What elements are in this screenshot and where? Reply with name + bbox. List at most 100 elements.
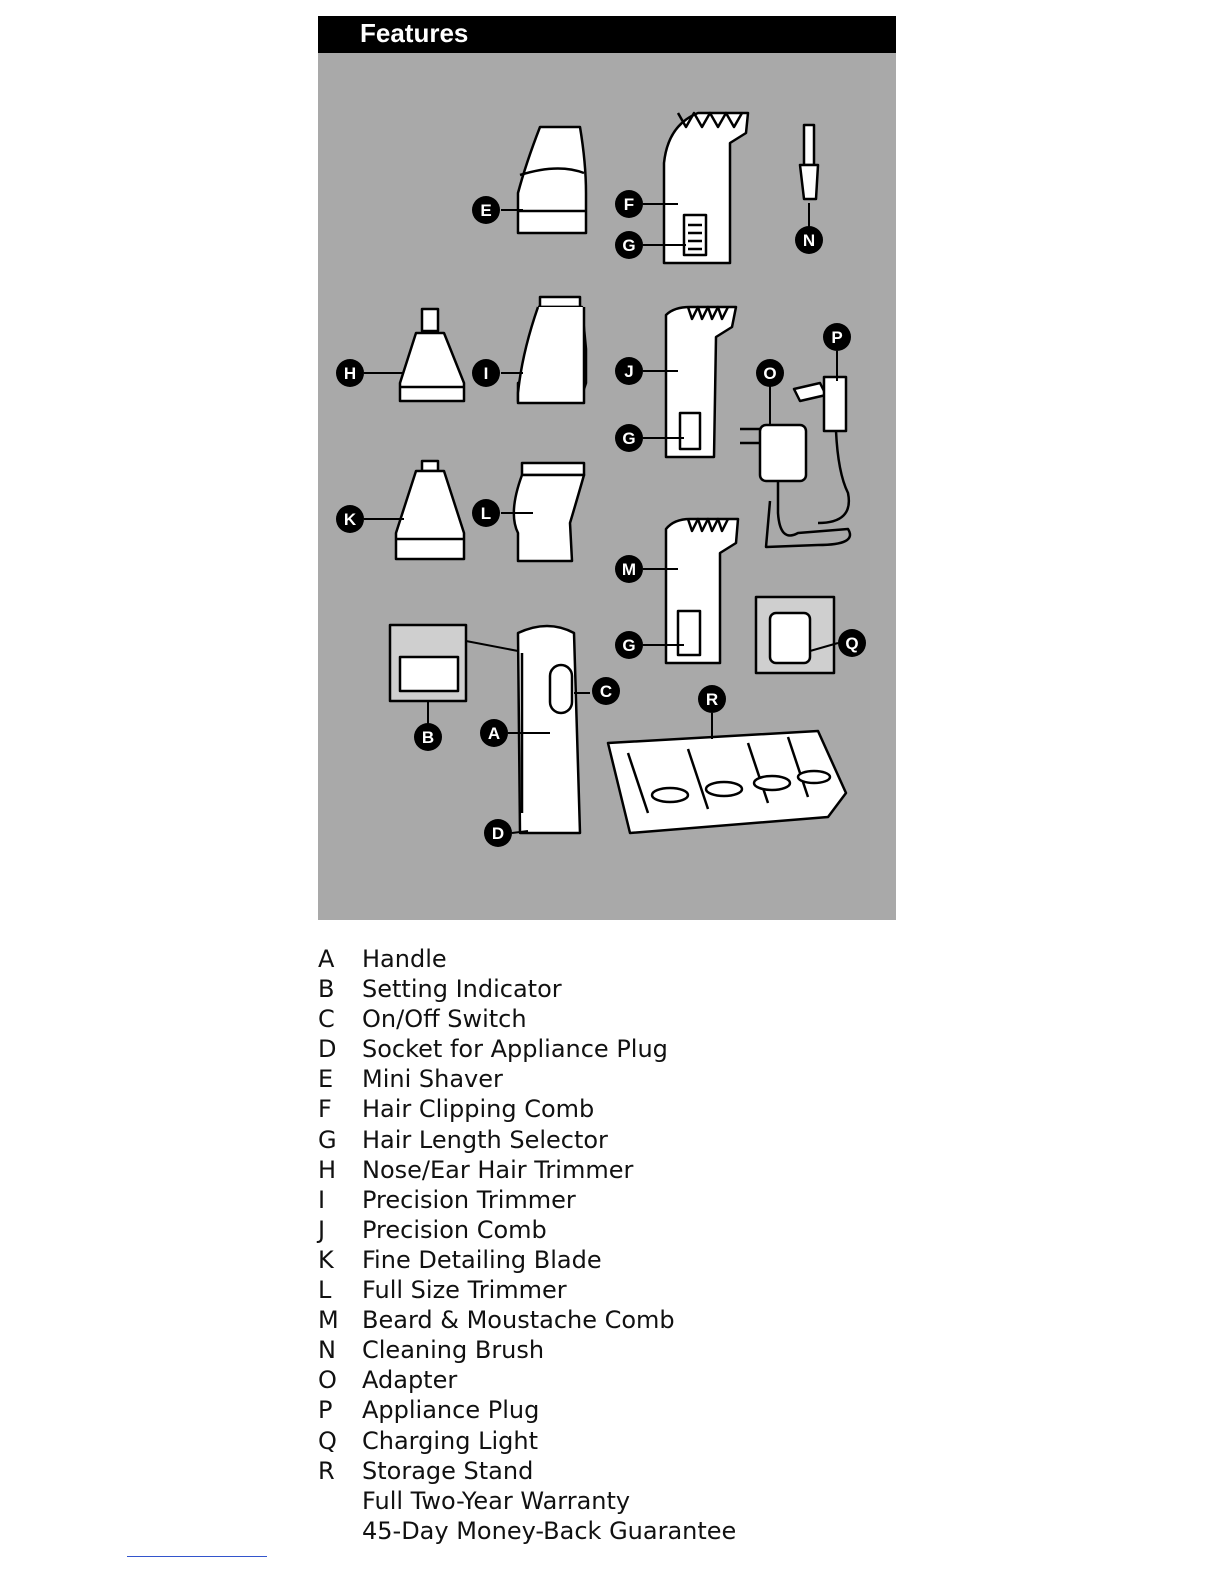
legend-row: H Nose/Ear Hair Trimmer [318,1155,878,1185]
legend-letter: F [318,1095,332,1124]
legend-label: Nose/Ear Hair Trimmer [362,1155,634,1184]
legend-label: Storage Stand [362,1456,534,1485]
handle-drawing [516,624,582,835]
legend-label: Mini Shaver [362,1065,503,1094]
legend-row: P Appliance Plug [318,1395,878,1425]
legend-row: J Precision Comb [318,1215,878,1245]
setting-indicator-inset-drawing [388,623,468,703]
legend-label: Fine Detailing Blade [362,1245,602,1274]
svg-text:R: R [706,690,718,709]
svg-text:C: C [600,682,612,701]
hair-clipping-comb-drawing [662,111,750,265]
legend-label: Precision Trimmer [362,1185,576,1214]
nose-ear-trimmer-drawing [398,307,466,403]
callout-h: H [336,359,364,387]
illustration-svg: E F G N H I J O P G K L M G Q C R A B D [336,111,866,847]
fine-detailing-blade-drawing [394,459,466,561]
legend-letter: A [318,945,335,973]
legend-row: K Fine Detailing Blade [318,1245,878,1275]
svg-text:L: L [481,504,491,523]
appliance-plug-drawing [792,375,851,525]
legend-label: Precision Comb [362,1215,547,1244]
svg-text:D: D [492,824,504,843]
legend-row: A Handle [318,944,878,974]
svg-text:G: G [622,236,635,255]
beard-moustache-comb-drawing [664,517,740,665]
legend-label: Hair Clipping Comb [362,1095,595,1124]
svg-text:A: A [488,724,500,743]
callout-l: L [472,499,500,527]
legend-letter: N [318,1336,336,1365]
cleaning-brush-drawing [798,123,820,201]
callout-n: N [795,226,823,254]
legend-row: G Hair Length Selector [318,1125,878,1155]
legend-row: R Storage Stand [318,1456,878,1486]
legend-letter: B [318,975,335,1004]
legend-label: Hair Length Selector [362,1125,608,1154]
guarantee-text: 45-Day Money-Back Guarantee [362,1516,737,1545]
svg-text:B: B [422,728,434,747]
mini-shaver-drawing [516,125,588,235]
legend-letter: Q [318,1426,337,1455]
callout-c: C [592,677,620,705]
svg-text:K: K [344,510,357,529]
legend-label: Appliance Plug [362,1396,540,1425]
svg-text:I: I [484,364,489,383]
legend-letter: H [318,1155,337,1184]
precision-comb-drawing [664,305,738,459]
legend-row: Q Charging Light [318,1426,878,1456]
legend-letter: P [318,1396,333,1425]
legend-label: Charging Light [362,1426,538,1455]
storage-stand-drawing [606,729,848,835]
legend-letter: K [318,1245,334,1274]
callout-p: P [823,323,851,351]
callout-g-2: G [615,424,643,452]
charging-light-inset-drawing [754,595,836,675]
svg-text:P: P [831,328,842,347]
callout-a: A [480,719,508,747]
features-title: Features [360,18,469,48]
precision-trimmer-drawing [516,295,588,405]
callout-r: R [698,685,726,713]
callout-e: E [472,196,500,224]
legend-label: Handle [362,945,447,973]
legend-letter: M [318,1306,339,1335]
legend-letter: E [318,1065,334,1094]
full-size-trimmer-drawing [512,461,586,563]
svg-text:J: J [624,362,633,381]
legend-letter: G [318,1125,337,1154]
legend-row: F Hair Clipping Comb [318,1094,878,1124]
product-illustration: E F G N H I J O P G K L M G Q C R A B D [318,53,896,920]
legend-letter: J [318,1215,326,1244]
leader-lines [364,203,839,834]
adapter-drawing [740,423,852,549]
svg-text:E: E [480,201,491,220]
footer-link-underline [127,1556,267,1557]
legend-row: B Setting Indicator [318,974,878,1004]
callout-g-3: G [615,631,643,659]
legend-letter: O [318,1366,337,1395]
warranty-text: Full Two-Year Warranty [362,1486,631,1515]
legend-label: On/Off Switch [362,1005,527,1034]
svg-text:G: G [622,429,635,448]
callout-j: J [615,357,643,385]
callout-d: D [484,819,512,847]
legend-label: Full Size Trimmer [362,1276,567,1305]
legend-row: L Full Size Trimmer [318,1275,878,1305]
legend-letter: D [318,1035,337,1064]
legend-label: Setting Indicator [362,975,562,1004]
callout-i: I [472,359,500,387]
callout-o: O [756,359,784,387]
svg-text:N: N [803,231,815,250]
legend-letter: L [318,1276,332,1305]
callout-f: F [615,190,643,218]
legend-letter: R [318,1456,335,1485]
callout-g-1: G [615,231,643,259]
